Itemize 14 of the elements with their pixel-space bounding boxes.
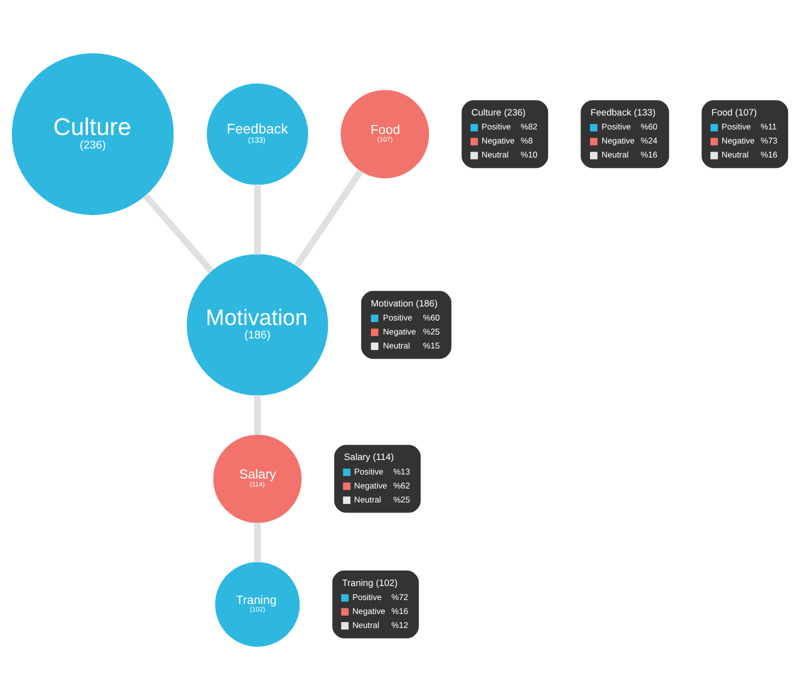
- node-box: Feedback (133) Positive %60 Negative %24 Neutral %16: [580, 100, 670, 168]
- node-box: Food (107) Positive %11 Negative %73 Neutral %16: [702, 100, 788, 168]
- node-box: Motivation (186) Positive %60 Negative %25 Neutral %15: [361, 290, 452, 359]
- connector: [142, 193, 214, 274]
- node-circle: Feedback (133): [206, 84, 308, 185]
- node-box: Salary (114) Positive %13 Negative %62 Neutral %25: [334, 444, 421, 513]
- connector: [254, 395, 261, 435]
- connector: [254, 522, 261, 562]
- node-box: Traning (102) Positive %72 Negative %16 Neutral %12: [332, 570, 419, 638]
- connector: [294, 169, 364, 268]
- connector: [254, 184, 261, 255]
- node-circle: Culture (236): [12, 53, 174, 216]
- node-circle: Motivation (186): [186, 254, 328, 396]
- node-box: Culture (236) Positive %82 Negative %8 Neutral %10: [462, 100, 548, 168]
